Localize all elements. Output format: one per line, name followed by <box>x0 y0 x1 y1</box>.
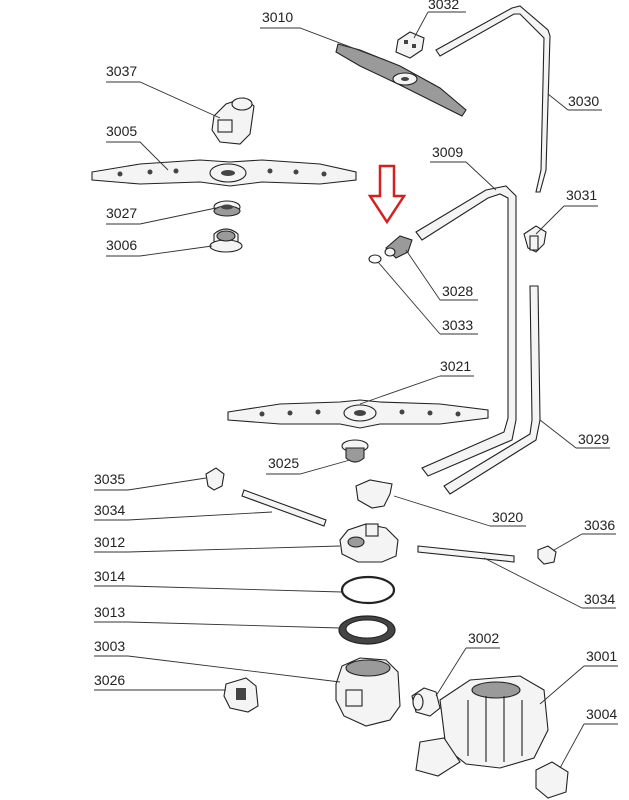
label-3004: 3004 <box>586 706 617 722</box>
part-3005-lower-spray-arm <box>91 159 357 187</box>
part-3014-gasket <box>340 575 396 605</box>
label-3035: 3035 <box>94 471 125 487</box>
part-3010-upper-spray-arm <box>335 43 467 117</box>
part-3028-nozzle <box>384 235 413 259</box>
part-3034-rod-right <box>417 545 515 563</box>
label-3010: 3010 <box>262 9 293 25</box>
label-3029: 3029 <box>578 431 609 447</box>
part-labels: 3010 3032 3030 3037 3005 3027 3006 3009 … <box>94 0 617 722</box>
label-3014: 3014 <box>94 568 125 584</box>
part-3034-rod-left <box>241 489 327 527</box>
label-3009: 3009 <box>432 144 463 160</box>
part-3031-connector <box>523 225 547 253</box>
part-3032-clip <box>395 31 425 59</box>
part-3021-middle-spray-arm <box>227 399 489 429</box>
label-3021: 3021 <box>440 358 471 374</box>
part-3003-sump <box>335 657 401 727</box>
label-3034-left: 3034 <box>94 502 125 518</box>
part-3030-upper-pipe <box>435 5 551 193</box>
part-3001-pump-motor <box>415 675 549 777</box>
part-3026-bracket <box>223 677 259 713</box>
leader-lines <box>94 11 618 769</box>
label-3033: 3033 <box>442 317 473 333</box>
part-3036-connector <box>537 545 557 565</box>
label-3027: 3027 <box>106 205 137 221</box>
label-3001: 3001 <box>586 648 617 664</box>
part-3009-mid-pipe <box>415 185 517 477</box>
label-3031: 3031 <box>566 187 597 203</box>
label-3026: 3026 <box>94 672 125 688</box>
part-3013-seal-ring <box>338 615 396 645</box>
part-3027-ring <box>213 200 241 217</box>
label-3028: 3028 <box>442 283 473 299</box>
part-3035-connector <box>205 467 225 491</box>
label-3034-right: 3034 <box>584 591 615 607</box>
label-3036: 3036 <box>584 517 615 533</box>
part-3020-cover <box>355 479 393 509</box>
part-3012-pump-housing <box>339 523 399 563</box>
part-3002-hose-coupling <box>411 687 441 717</box>
label-3006: 3006 <box>106 237 137 253</box>
label-3002: 3002 <box>468 630 499 646</box>
label-3030: 3030 <box>568 93 599 109</box>
part-3029-lower-pipe <box>443 285 541 495</box>
label-3005: 3005 <box>106 123 137 139</box>
part-3006-hub <box>209 228 243 253</box>
part-3004-connector <box>535 761 569 799</box>
part-3025-hub <box>341 439 369 463</box>
label-3020: 3020 <box>492 509 523 525</box>
highlight-arrow-icon <box>367 164 407 225</box>
label-3037: 3037 <box>106 63 137 79</box>
label-3012: 3012 <box>94 534 125 550</box>
label-3032: 3032 <box>428 0 459 12</box>
label-3013: 3013 <box>94 604 125 620</box>
part-3037-diverter <box>211 97 255 145</box>
label-3003: 3003 <box>94 638 125 654</box>
label-3025: 3025 <box>268 455 299 471</box>
part-3033-o-ring <box>368 254 382 264</box>
